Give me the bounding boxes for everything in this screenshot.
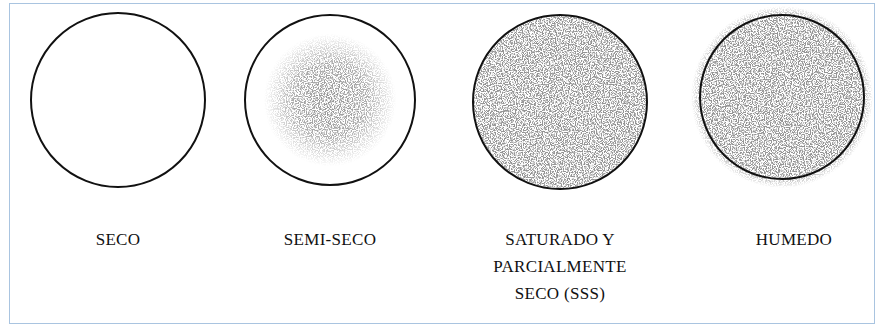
state-label: SECO	[28, 226, 208, 253]
state-label: HUMEDO	[719, 226, 869, 253]
sample-circle	[460, 2, 660, 202]
circle-node: SECO	[18, 0, 218, 257]
state-label: SATURADO Y PARCIALMENTE SECO (SSS)	[480, 226, 640, 307]
circle-node: SEMI-SECO	[230, 0, 430, 257]
circle-node: HUMEDO	[682, 0, 878, 257]
sample-circle	[18, 0, 218, 200]
sample-circle	[230, 0, 430, 200]
state-label: SEMI-SECO	[240, 226, 420, 253]
sample-circle	[682, 0, 878, 197]
circle-node: SATURADO Y PARCIALMENTE SECO (SSS)	[460, 2, 660, 311]
